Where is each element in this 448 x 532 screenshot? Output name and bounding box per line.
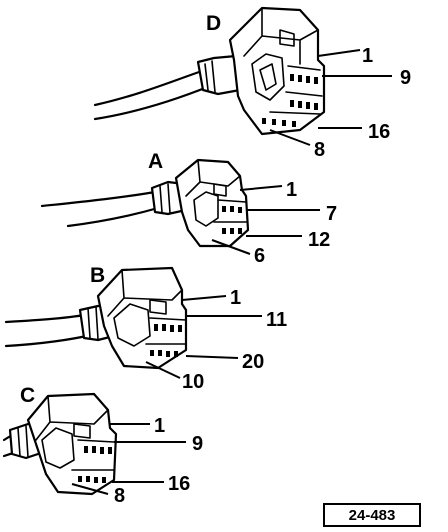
connector-a-pin-label-3: 12 [308, 229, 330, 251]
connector-c-letter: C [20, 384, 35, 407]
connector-b-cable-lower [4, 332, 98, 348]
connector-a-housing [174, 158, 250, 248]
connector-b-housing [96, 266, 188, 370]
connector-d-pin-label-3: 16 [368, 121, 390, 143]
connector-a-pin-label-4: 6 [254, 245, 265, 267]
connector-b-pin-label-2: 11 [266, 309, 287, 331]
connector-a-pin-label-1: 1 [286, 179, 297, 201]
connector-d-pin-label-1: 1 [362, 45, 373, 67]
connector-c-pin-label-3: 16 [168, 473, 190, 495]
connector-a-pins [222, 206, 242, 234]
connector-c-pins [78, 446, 112, 483]
connector-b-letter: B [90, 264, 105, 287]
connector-a: A 1 7 12 6 [40, 150, 337, 267]
connector-a-letter: A [148, 150, 163, 173]
connector-d-pins [262, 74, 318, 127]
connector-b-pin-label-4: 10 [182, 371, 204, 393]
figure-reference: 24-483 [323, 503, 421, 527]
connector-d-letter: D [206, 12, 221, 35]
connector-d-cable-lower [93, 84, 212, 121]
figure-reference-label: 24-483 [349, 507, 396, 524]
connector-d-housing [228, 6, 326, 136]
connector-c-pin-label-1: 1 [154, 415, 165, 437]
connector-c-pin-label-2: 9 [192, 433, 203, 455]
connector-a-cable-lower [66, 206, 160, 228]
connector-b: B 1 11 20 10 [4, 264, 287, 393]
connector-d: D 1 9 16 8 [93, 6, 411, 161]
connector-a-pin-label-2: 7 [326, 203, 337, 225]
connector-a-cable [40, 190, 157, 208]
connector-d-cable [93, 68, 207, 107]
connector-d-pin-label-2: 9 [400, 67, 411, 89]
connector-b-pin-label-1: 1 [230, 287, 241, 309]
figure-reference-box [323, 503, 421, 527]
connector-b-pins [150, 324, 182, 357]
connector-c-pin-label-4: 8 [114, 485, 125, 507]
connector-c: C 1 9 16 8 [2, 384, 203, 507]
connector-b-pin-label-3: 20 [242, 351, 264, 373]
connector-d-pin-label-4: 8 [314, 139, 325, 161]
connector-b-cable [4, 312, 92, 324]
